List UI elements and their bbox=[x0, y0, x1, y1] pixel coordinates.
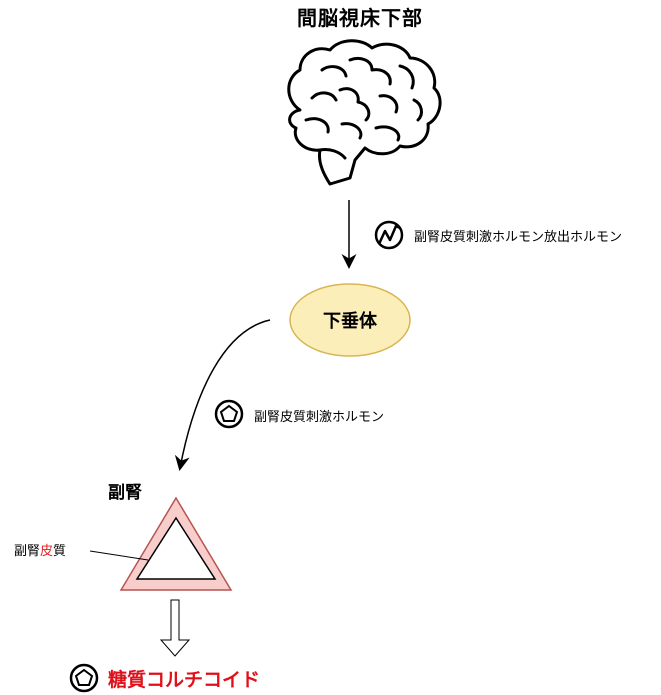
adrenal-title: 副腎 bbox=[108, 483, 142, 503]
cortex-prefix: 副腎 bbox=[14, 544, 41, 559]
hypothalamus-title: 間脳視床下部 bbox=[297, 6, 423, 30]
glucocorticoid-label: 糖質コルチコイド bbox=[108, 669, 261, 691]
pentagon-circle-icon bbox=[214, 399, 244, 429]
cortex-suffix: 質 bbox=[53, 544, 67, 559]
adrenal-triangle-inner bbox=[135, 516, 217, 580]
pituitary-label: 下垂体 bbox=[323, 310, 378, 332]
pentagon-circle-icon-output bbox=[69, 663, 99, 693]
pituitary-ellipse bbox=[289, 283, 411, 357]
hollow-down-arrow bbox=[159, 599, 191, 657]
cortex-pointer-line bbox=[89, 550, 149, 561]
lightning-circle-icon bbox=[374, 220, 404, 250]
acth-label: 副腎皮質刺激ホルモン bbox=[254, 410, 385, 425]
crh-label: 副腎皮質刺激ホルモン放出ホルモン bbox=[414, 230, 623, 245]
arrow-pituitary-to-adrenal bbox=[174, 319, 271, 471]
cortex-highlight: 皮 bbox=[40, 544, 54, 559]
brain-icon bbox=[287, 39, 442, 186]
adrenal-cortex-label: 副腎皮質 bbox=[14, 540, 66, 559]
